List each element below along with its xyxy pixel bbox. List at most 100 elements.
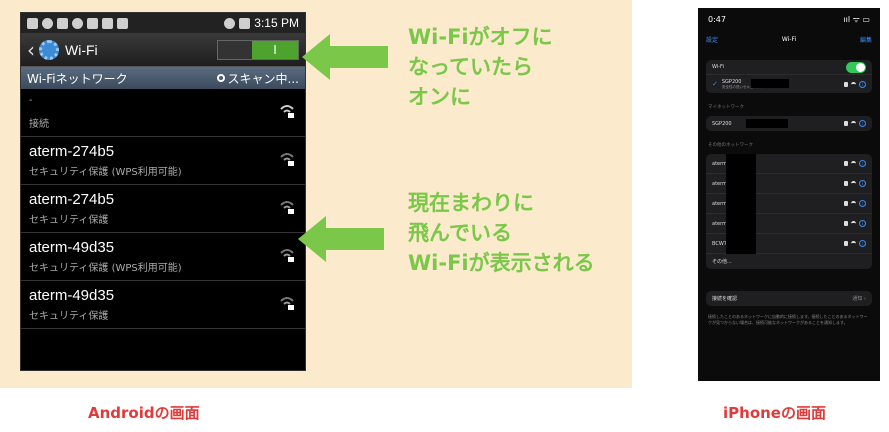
lock-icon [844, 81, 848, 87]
info-icon[interactable]: i [859, 240, 866, 247]
scan-icon [216, 74, 225, 82]
info-icon[interactable]: i [859, 160, 866, 167]
callout-line: Wi-Fiがオフに [408, 25, 553, 49]
other-networks-label: その他のネットワーク [708, 143, 753, 148]
other-network-row[interactable]: BCW7 i [706, 234, 872, 254]
callout-line: Wi-Fiが表示される [408, 251, 595, 275]
network-security: セキュリティ保護 [29, 215, 109, 226]
other-network-row[interactable]: aterm- i [706, 154, 872, 174]
network-security: セキュリティ保護 (WPS利用可能) [29, 167, 182, 178]
my-network-row[interactable]: SGP200 i [706, 116, 872, 131]
page-title: Wi-Fi [65, 41, 98, 58]
connected-network-item[interactable]: - 接続 [21, 89, 305, 137]
lock-icon [844, 181, 848, 186]
lock-icon [844, 121, 848, 126]
iphone-screen: 0:47 ııl ᯤ ▭ 設定 Wi-Fi 編集 Wi-Fi ✓ SGP200 … [698, 8, 880, 381]
lock-icon [844, 161, 848, 166]
redaction [746, 119, 788, 128]
iphone-status-bar: 0:47 ııl ᯤ ▭ [698, 8, 880, 30]
wifi-icon [851, 241, 856, 246]
wifi-lock-icon [280, 249, 294, 262]
callout-turn-on: Wi-Fiがオフに なっていたら オンに [408, 22, 553, 112]
wifi-icon [851, 201, 856, 206]
callout-line: 飛んでいる [408, 221, 512, 245]
page-title: Wi-Fi [781, 35, 797, 43]
ask-join-row[interactable]: 接続を確認 通知 › [706, 291, 872, 306]
info-icon[interactable]: i [859, 120, 866, 127]
android-panel: 3:15 PM ‹ Wi-Fi I Wi-Fiネットワーク スキャン中... -… [0, 0, 632, 388]
network-list-item[interactable]: aterm-49d35 セキュリティ保護 [21, 281, 305, 329]
edit-button[interactable]: 編集 [859, 36, 872, 44]
download-icon [57, 17, 68, 29]
wifi-group: Wi-Fi ✓ SGP200 安全性の低いセキュリティ i [706, 60, 872, 93]
status-icons: ııl ᯤ ▭ [843, 14, 870, 24]
network-list-item[interactable]: aterm-274b5 セキュリティ保護 [21, 185, 305, 233]
lock-icon [844, 201, 848, 206]
wifi-lock-icon [280, 105, 294, 118]
android-status-bar: 3:15 PM [21, 13, 305, 33]
network-warning: 安全性の低いセキュリティ [721, 84, 764, 89]
lock-icon [844, 221, 848, 226]
scan-button[interactable]: スキャン中... [216, 70, 299, 87]
scan-label: スキャン中... [227, 71, 299, 86]
wifi-status-icon [224, 17, 236, 29]
shield-icon [87, 17, 98, 29]
my-networks-group: SGP200 i [706, 116, 872, 131]
network-name: aterm-49d35 [29, 287, 115, 304]
info-icon[interactable]: i [859, 180, 866, 187]
wifi-toggle-row: Wi-Fi [706, 60, 872, 75]
network-name: SGP200 [721, 78, 742, 85]
wifi-network-section-header: Wi-Fiネットワーク スキャン中... [21, 67, 305, 89]
ask-join-group: 接続を確認 通知 › [706, 291, 872, 306]
network-name: aterm- [712, 160, 729, 167]
callout-line: 現在まわりに [408, 191, 534, 215]
wifi-lock-icon [280, 201, 294, 214]
callout-nearby-networks: 現在まわりに 飛んでいる Wi-Fiが表示される [408, 188, 595, 278]
back-button[interactable]: 設定 [706, 36, 719, 44]
network-list-item[interactable]: aterm-274b5 セキュリティ保護 (WPS利用可能) [21, 137, 305, 185]
wifi-label: Wi-Fi [712, 64, 724, 70]
network-list-item[interactable]: aterm-49d35 セキュリティ保護 (WPS利用可能) [21, 233, 305, 281]
network-name: aterm- [712, 180, 729, 187]
wifi-lock-icon [280, 153, 294, 166]
lock-icon [844, 241, 848, 246]
usb-icon [42, 17, 53, 29]
info-icon[interactable]: i [859, 220, 866, 227]
wifi-lock-icon [280, 297, 294, 310]
wifi-icon [851, 221, 856, 226]
check-icon: ✓ [712, 80, 718, 88]
network-name: aterm- [712, 220, 729, 227]
other-label: その他... [712, 259, 732, 265]
network-status: 接続 [29, 119, 49, 130]
wifi-toggle-on-label: I [252, 40, 298, 59]
arrow-left-icon [302, 34, 388, 80]
android-caption: Androidの画面 [88, 404, 200, 422]
network-name: aterm-274b5 [29, 191, 115, 208]
battery-icon [239, 17, 251, 29]
iphone-caption: iPhoneの画面 [723, 404, 826, 422]
info-icon[interactable]: i [859, 80, 866, 88]
ask-join-value: 通知 › [852, 296, 866, 302]
android-title-bar: ‹ Wi-Fi I [21, 33, 305, 67]
wifi-toggle[interactable] [846, 61, 866, 73]
wifi-toggle[interactable]: I [217, 39, 299, 60]
network-security: セキュリティ保護 [29, 311, 109, 322]
connected-network-row[interactable]: ✓ SGP200 安全性の低いセキュリティ i [706, 75, 872, 93]
callout-line: なっていたら [408, 55, 533, 79]
other-network-row[interactable]: aterm- i [706, 174, 872, 194]
status-time: 3:15 PM [254, 16, 299, 30]
info-icon[interactable]: i [859, 200, 866, 207]
section-label: Wi-Fiネットワーク [27, 71, 128, 86]
other-network-row[interactable]: aterm- i [706, 194, 872, 214]
network-name: SGP200 [712, 120, 732, 127]
other-network-button[interactable]: その他... [706, 254, 872, 269]
status-time: 0:47 [708, 14, 726, 24]
redaction [726, 154, 756, 254]
chevron-left-icon[interactable]: ‹ [27, 37, 35, 62]
wifi-icon [851, 181, 856, 186]
other-network-row[interactable]: aterm- i [706, 214, 872, 234]
my-networks-label: マイネットワーク [708, 105, 744, 110]
network-name: aterm-49d35 [29, 239, 115, 256]
gear-icon [39, 39, 59, 60]
